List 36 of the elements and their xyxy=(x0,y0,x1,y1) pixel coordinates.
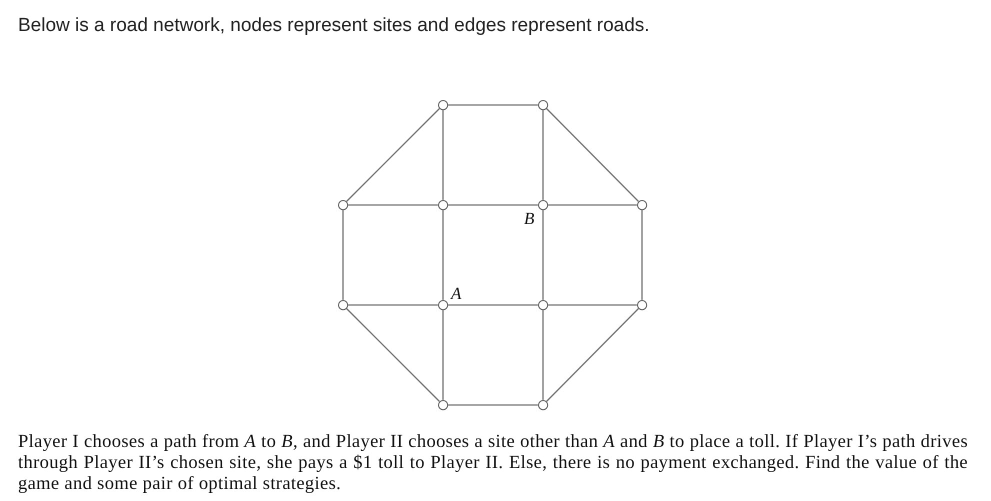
site-node xyxy=(538,400,548,410)
site-node xyxy=(438,100,448,110)
road-line xyxy=(346,108,440,202)
road-line xyxy=(542,110,544,200)
site-node xyxy=(538,200,548,210)
road-line xyxy=(448,404,538,406)
site-label: A xyxy=(451,284,462,302)
problem-text: Player I chooses a path from A to B, and Player II chooses a site other than A and B to place a toll. If Player I’s path drives through Player II’s chosen site, she pays a $1 toll to Player II. Else, there is no payment exchanged. Find the value of the game and some pair of optimal strategies. xyxy=(18,432,968,495)
road-line xyxy=(546,108,639,202)
site-node xyxy=(538,300,548,310)
road-line xyxy=(348,304,438,306)
road-line xyxy=(442,210,444,300)
site-node xyxy=(338,200,348,210)
site-label: B xyxy=(524,210,534,226)
road-line xyxy=(548,204,637,206)
road-line xyxy=(348,204,438,206)
site-node xyxy=(438,300,448,310)
heading: Below is a road network, nodes represent sites and edges represent roads. xyxy=(18,15,650,37)
site-node xyxy=(538,100,548,110)
road-line xyxy=(342,210,344,300)
road-line xyxy=(546,308,639,402)
site-node xyxy=(338,300,348,310)
road-line xyxy=(548,304,637,306)
road-line xyxy=(442,110,444,200)
road-line xyxy=(442,310,444,400)
site-node xyxy=(438,200,448,210)
site-node xyxy=(636,200,648,210)
road-line xyxy=(346,308,440,402)
road-line xyxy=(542,310,544,400)
road-line xyxy=(542,210,544,300)
site-node xyxy=(438,400,448,410)
site-node xyxy=(636,300,648,310)
road-line xyxy=(448,104,538,106)
road-line xyxy=(448,204,538,206)
road-line xyxy=(641,210,643,300)
road-line xyxy=(448,304,538,306)
